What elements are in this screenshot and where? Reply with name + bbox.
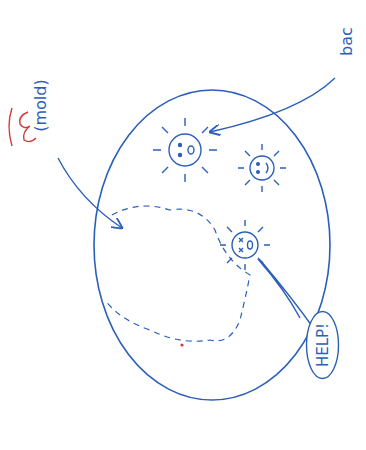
bubble-ellipse <box>306 312 338 379</box>
red-mark <box>9 108 12 146</box>
bacterium <box>238 144 286 192</box>
speech-bubble: HELP! <box>305 311 339 380</box>
mold-label: (mold) <box>30 80 49 132</box>
bacteria-label: bac <box>336 28 355 57</box>
mold-patch <box>105 206 250 341</box>
bubble-text: HELP! <box>313 311 331 380</box>
red-dot <box>180 343 183 346</box>
dish-outline <box>94 90 330 400</box>
leader-arrow <box>58 158 122 228</box>
speech-tail <box>258 259 312 326</box>
bacterium <box>153 118 217 182</box>
leader-arrow <box>210 78 335 132</box>
